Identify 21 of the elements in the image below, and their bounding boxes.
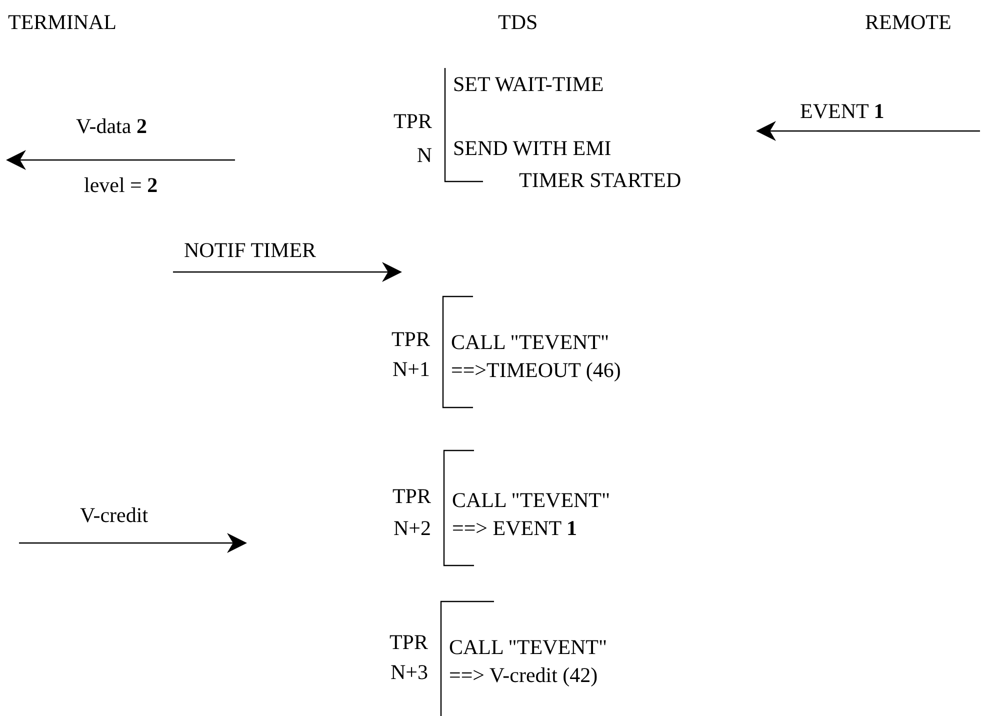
message-label: NOTIF TIMER <box>184 238 316 262</box>
step-label: TPR N+1 <box>390 326 430 383</box>
step-text: CALL "TEVENT" <box>452 488 610 512</box>
step-text: ==> V-credit (42) <box>449 663 598 688</box>
column-heading: REMOTE <box>865 10 952 34</box>
step-text: SEND WITH EMI <box>453 136 612 160</box>
message-label: V-credit <box>80 503 148 528</box>
step-text: ==> EVENT 1 <box>452 516 577 540</box>
step-label: TPR N <box>392 108 432 169</box>
message-label: V-data 2 <box>76 114 147 138</box>
step-text: SET WAIT-TIME <box>453 72 604 96</box>
step-text: TIMER STARTED <box>519 168 682 192</box>
step-text: CALL "TEVENT" <box>451 330 610 354</box>
column-heading: TERMINAL <box>8 10 116 34</box>
step-label: TPR N+2 <box>391 483 431 542</box>
message-label: level = 2 <box>84 173 158 198</box>
message-label: EVENT 1 <box>800 99 884 124</box>
step-text: CALL "TEVENT" <box>449 635 608 660</box>
column-heading: TDS <box>498 10 538 34</box>
step-text: ==>TIMEOUT (46) <box>451 358 621 382</box>
step-label: TPR N+3 <box>388 629 428 686</box>
